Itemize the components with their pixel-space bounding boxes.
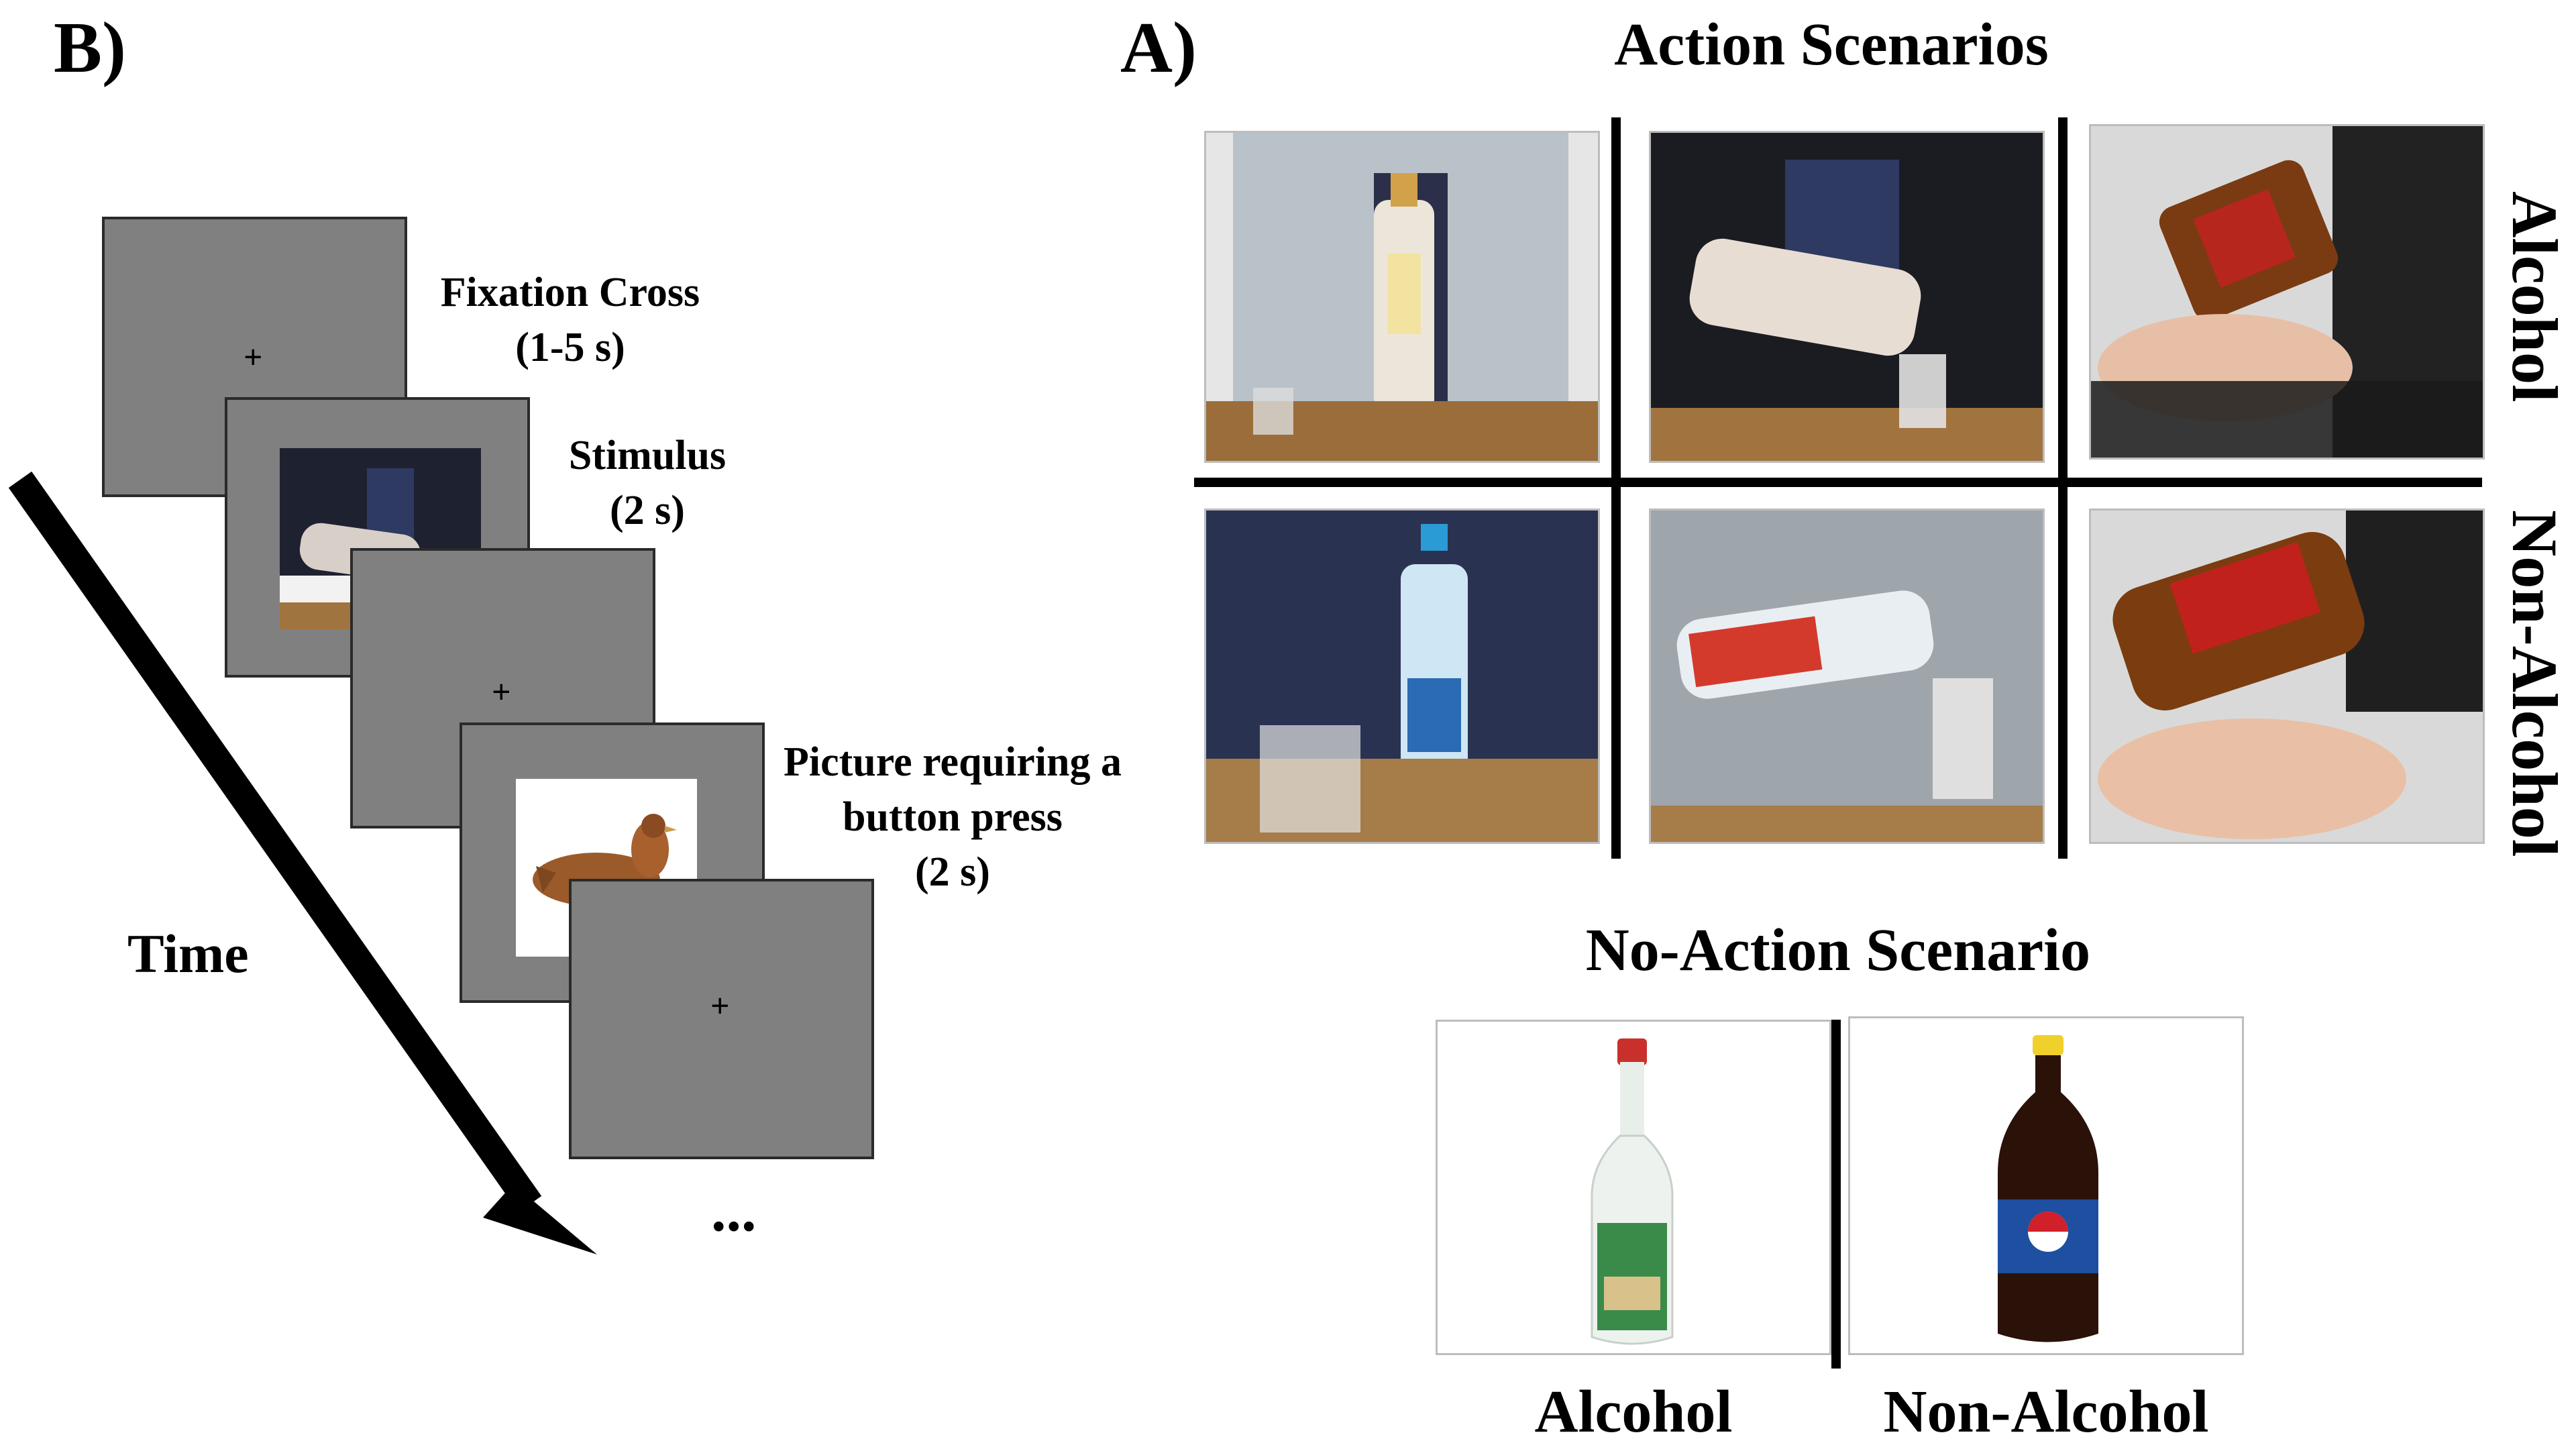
action-scenarios-title: Action Scenarios <box>1614 11 2049 78</box>
no-action-non-alcohol-bottle-photo <box>1848 1016 2244 1355</box>
no-action-scenario-title: No-Action Scenario <box>1585 917 2091 983</box>
fixation-screen-3: + <box>569 879 874 1159</box>
stimulus-caption: Stimulus (2 s) <box>523 428 771 538</box>
alcohol-pour-photo <box>1649 131 2045 463</box>
row-label-non-alcohol: Non-Alcohol <box>2499 510 2571 857</box>
time-arrow <box>8 471 597 1254</box>
stimulus-caption-name: Stimulus <box>568 433 727 478</box>
target-caption-line1: Picture requiring a <box>784 739 1122 785</box>
row-label-alcohol: Alcohol <box>2499 191 2571 403</box>
fixation-cross: + <box>244 338 263 376</box>
fixation-caption-name: Fixation Cross <box>440 270 700 315</box>
panel-a-label: A) <box>1120 8 1197 88</box>
time-label: Time <box>127 923 249 984</box>
fixation-caption-duration: (1-5 s) <box>515 325 625 370</box>
continuation-ellipsis: ... <box>711 1177 757 1244</box>
stimulus-caption-duration: (2 s) <box>610 488 685 533</box>
fixation-caption: Fixation Cross (1-5 s) <box>402 265 738 375</box>
alcohol-drink-photo <box>2089 124 2485 460</box>
no-action-divider <box>1831 1020 1841 1369</box>
fixation-cross: + <box>710 987 730 1024</box>
bottom-label-alcohol: Alcohol <box>1534 1379 1733 1445</box>
non-alcohol-drink-photo <box>2089 509 2485 844</box>
non-alcohol-open-bottle-photo <box>1204 509 1600 844</box>
grid-divider-vertical-2 <box>2058 117 2068 859</box>
fixation-cross: + <box>492 673 511 710</box>
grid-divider-vertical-1 <box>1611 117 1621 859</box>
non-alcohol-pour-photo <box>1649 509 2045 844</box>
grid-divider-horizontal <box>1194 478 2482 487</box>
alcohol-open-bottle-photo <box>1204 131 1600 463</box>
target-caption-duration: (2 s) <box>915 849 990 895</box>
no-action-alcohol-bottle-photo <box>1436 1020 1831 1355</box>
target-caption: Picture requiring a button press (2 s) <box>758 735 1147 900</box>
target-caption-line2: button press <box>843 794 1063 840</box>
bottom-label-non-alcohol: Non-Alcohol <box>1883 1379 2209 1445</box>
panel-b-label: B) <box>54 8 126 88</box>
